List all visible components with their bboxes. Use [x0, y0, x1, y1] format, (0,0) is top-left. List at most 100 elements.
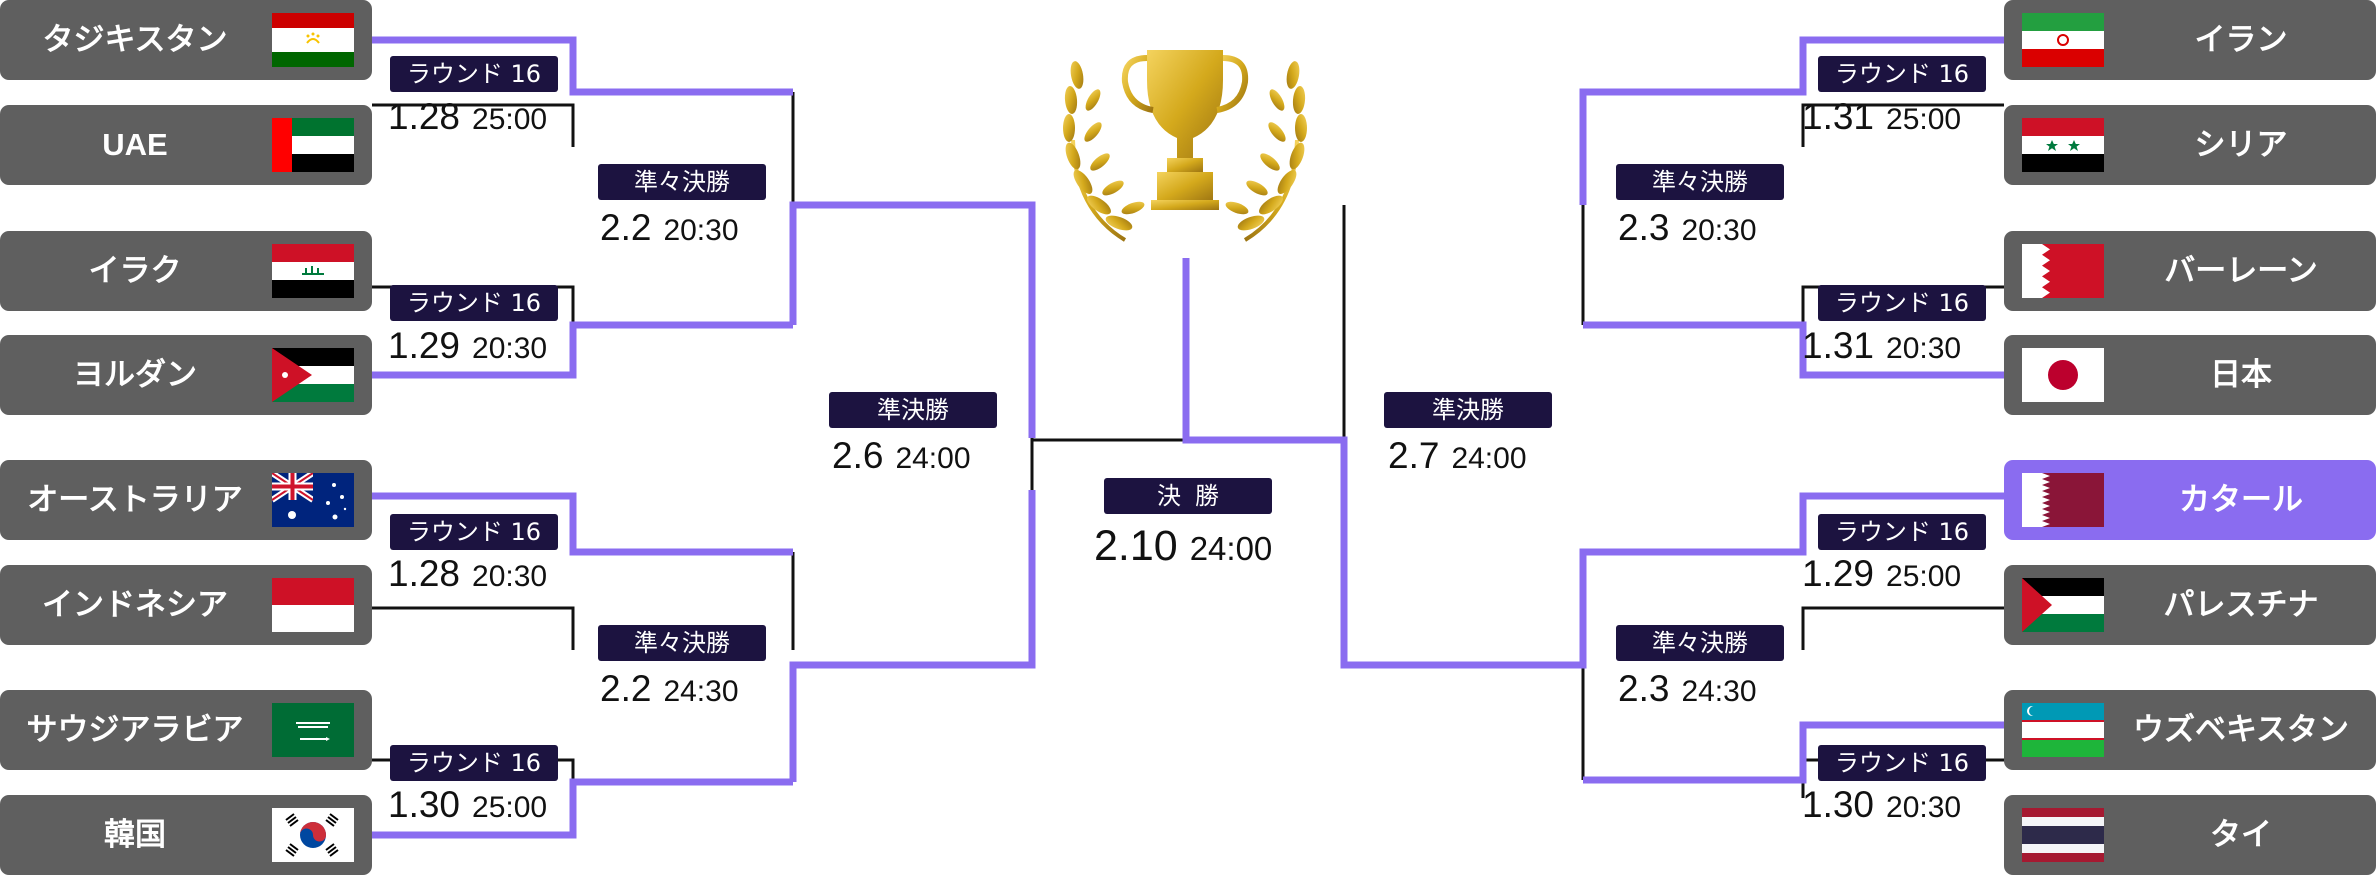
team-name: インドネシア [42, 587, 228, 622]
jordan-flag-icon [272, 348, 354, 402]
team-card-palestine[interactable]: パレスチナ [2004, 565, 2376, 645]
team-card-thailand[interactable]: タイ [2004, 795, 2376, 875]
match-date: 1.29 [388, 325, 461, 366]
thailand-flag-icon [2022, 808, 2104, 862]
team-name: サウジアラビア [26, 712, 244, 747]
path-right-r16-2 [1583, 321, 2004, 379]
path-left-r16-4 [372, 778, 793, 839]
team-name: カタール [2179, 482, 2303, 517]
match-date: 1.31 [1802, 325, 1875, 366]
match-date: 2.10 [1094, 522, 1178, 570]
semifinal-badge: 準決勝 [1384, 392, 1552, 428]
match-date: 1.30 [1802, 784, 1875, 825]
team-card-iran[interactable]: イラン [2004, 0, 2376, 80]
trophy-with-laurel-icon [1055, 40, 1315, 265]
match-date: 1.30 [388, 784, 461, 825]
match-date: 2.7 [1388, 435, 1440, 476]
team-card-australia[interactable]: オーストラリア [0, 460, 372, 540]
team-card-uae[interactable]: UAE [0, 105, 372, 185]
team-name: イラン [2194, 22, 2288, 57]
match-hour: 25:00 [1886, 560, 1962, 593]
team-name: ヨルダン [73, 357, 197, 392]
round16-badge: ラウンド 16 [1818, 56, 1986, 92]
line-left-r16-3-bottom [372, 606, 575, 650]
team-card-iraq[interactable]: イラク [0, 231, 372, 311]
path-right-r16-4 [1583, 721, 2004, 784]
team-name: シリア [2194, 127, 2288, 162]
match-time-right-sf: 2.7 24:00 [1388, 435, 1527, 477]
path-left-r16-2 [372, 321, 793, 379]
quarterfinal-badge: 準々決勝 [1616, 164, 1784, 200]
team-card-syria[interactable]: シリア [2004, 105, 2376, 185]
match-hour: 24:00 [1189, 530, 1273, 567]
path-left-r16-3 [372, 492, 793, 556]
round16-badge: ラウンド 16 [1818, 514, 1986, 550]
match-date: 2.2 [600, 207, 652, 248]
round16-badge: ラウンド 16 [390, 514, 558, 550]
match-hour: 20:30 [1681, 214, 1757, 247]
indonesia-flag-icon [272, 578, 354, 632]
match-hour: 24:30 [663, 675, 739, 708]
australia-flag-icon [272, 473, 354, 527]
team-card-korea[interactable]: 韓国 [0, 795, 372, 875]
match-hour: 20:30 [1886, 791, 1962, 824]
quarterfinal-badge: 準々決勝 [598, 625, 766, 661]
match-time-final: 2.10 24:00 [1094, 522, 1272, 571]
match-date: 1.31 [1802, 96, 1875, 137]
team-name: ウズベキスタン [2132, 712, 2350, 747]
team-name: 日本 [2210, 357, 2272, 392]
team-card-indonesia[interactable]: インドネシア [0, 565, 372, 645]
japan-flag-icon [2022, 348, 2104, 402]
path-right-r16-1 [1579, 36, 2004, 205]
palestine-flag-icon [2022, 578, 2104, 632]
tajikistan-flag-icon [272, 13, 354, 67]
round16-badge: ラウンド 16 [1818, 285, 1986, 321]
team-card-saudi-arabia[interactable]: サウジアラビア [0, 690, 372, 770]
team-card-qatar[interactable]: カタール [2004, 460, 2376, 540]
match-time-left-qf-1: 2.2 20:30 [600, 207, 739, 249]
path-left-qf-1 [789, 201, 1036, 438]
line-left-r16-1-bottom [372, 103, 575, 147]
match-date: 2.2 [600, 668, 652, 709]
match-time-left-r16-4: 1.30 25:00 [388, 784, 547, 826]
team-name: 韓国 [104, 817, 166, 852]
match-hour: 20:30 [1886, 332, 1962, 365]
match-hour: 24:30 [1681, 675, 1757, 708]
match-hour: 25:00 [472, 791, 548, 824]
match-time-right-r16-2: 1.31 20:30 [1802, 325, 1961, 367]
match-hour: 20:30 [472, 560, 548, 593]
saudi-arabia-flag-icon [272, 703, 354, 757]
round16-badge: ラウンド 16 [390, 56, 558, 92]
iran-flag-icon [2022, 13, 2104, 67]
team-card-japan[interactable]: 日本 [2004, 335, 2376, 415]
match-date: 1.28 [388, 553, 461, 594]
path-left-r16-1 [372, 36, 793, 96]
match-hour: 25:00 [472, 103, 548, 136]
team-name: タイ [2210, 817, 2272, 852]
korea-flag-icon [272, 808, 354, 862]
round16-badge: ラウンド 16 [390, 285, 558, 321]
round16-badge: ラウンド 16 [390, 745, 558, 781]
match-date: 2.6 [832, 435, 884, 476]
team-name: タジキスタン [42, 22, 228, 57]
team-card-jordan[interactable]: ヨルダン [0, 335, 372, 415]
match-hour: 20:30 [663, 214, 739, 247]
quarterfinal-badge: 準々決勝 [1616, 625, 1784, 661]
path-right-qatar [1182, 258, 2004, 669]
team-card-uzbekistan[interactable]: ウズベキスタン [2004, 690, 2376, 770]
team-name: バーレーン [2164, 253, 2318, 288]
team-card-bahrain[interactable]: バーレーン [2004, 231, 2376, 311]
line-right-r16-1-bottom [1801, 103, 2004, 147]
iraq-flag-icon [272, 244, 354, 298]
bahrain-flag-icon [2022, 244, 2104, 298]
team-card-tajikistan[interactable]: タジキスタン [0, 0, 372, 80]
match-hour: 24:00 [1451, 442, 1527, 475]
match-date: 1.28 [388, 96, 461, 137]
bracket-purple-paths [372, 36, 2004, 839]
